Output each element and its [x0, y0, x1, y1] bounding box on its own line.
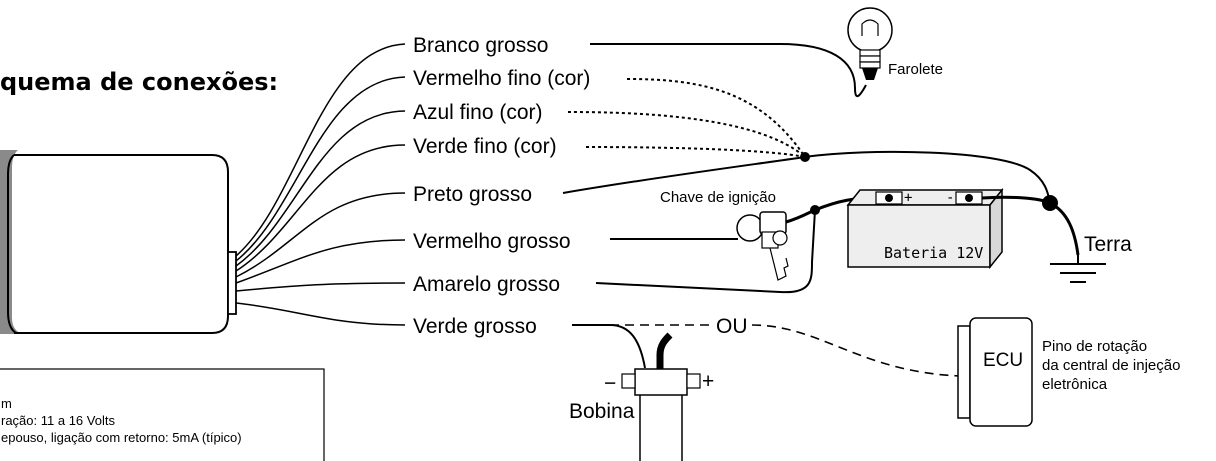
- ecu-pin-line-2: da central de injeção: [1042, 357, 1180, 374]
- coil-plus: +: [702, 370, 714, 393]
- wire-label-amarelo-grosso: Amarelo grosso: [413, 273, 560, 296]
- diagram-title: quema de conexões:: [0, 68, 278, 96]
- wire-amarelo-grosso: [595, 209, 816, 294]
- spec-line-3: epouso, ligação com retorno: 5mA (típico…: [1, 430, 242, 445]
- wire-label-vermelho-grosso: Vermelho grosso: [413, 230, 571, 253]
- lamp-icon: [847, 7, 893, 80]
- wire-label-verde-grosso: Verde grosso: [413, 315, 537, 338]
- wire-label-preto-grosso: Preto grosso: [413, 183, 532, 206]
- wire-label-branco-grosso: Branco grosso: [413, 34, 548, 57]
- wire-label-vermelho-fino: Vermelho fino (cor): [413, 67, 590, 90]
- lamp-label: Farolete: [888, 61, 943, 78]
- ignition-label: Chave de ignição: [660, 189, 776, 206]
- wire-verde-grosso: [572, 324, 646, 369]
- ecu-pin-line-1: Pino de rotação: [1042, 338, 1147, 355]
- gauge-body: [0, 150, 237, 334]
- wire-azul-fino: [567, 111, 806, 158]
- ecu-label: ECU: [983, 350, 1023, 371]
- wire-to-ecu: [751, 324, 961, 377]
- coil-minus: −: [604, 372, 616, 395]
- wire-branco-grosso: [590, 43, 867, 98]
- spec-line-1: m: [1, 396, 12, 411]
- wire-harness: [235, 43, 406, 326]
- specs-box: [0, 368, 325, 461]
- battery-minus: -: [946, 190, 954, 206]
- junction-dot: [800, 152, 810, 162]
- battery-label: Bateria 12V: [884, 244, 983, 262]
- wire-junction-to-ground: [804, 150, 1051, 204]
- or-label: OU: [716, 315, 748, 338]
- wire-vermelho-fino: [626, 78, 806, 158]
- wire-verde-fino: [585, 146, 806, 158]
- ground-junction-dot: [1042, 195, 1058, 211]
- coil-label: Bobina: [569, 400, 635, 423]
- spec-line-2: ração: 11 a 16 Volts: [1, 413, 115, 428]
- coil-icon: [621, 332, 701, 461]
- battery-icon: [846, 187, 1004, 270]
- battery-plus: +: [904, 190, 912, 206]
- ignition-key-icon: [736, 211, 789, 281]
- wire-preto-grosso: [562, 156, 806, 194]
- ground-label: Terra: [1084, 233, 1132, 256]
- ground-icon: [1050, 255, 1106, 283]
- wire-label-azul-fino: Azul fino (cor): [413, 101, 543, 124]
- wire-label-verde-fino: Verde fino (cor): [413, 135, 557, 158]
- ecu-pin-line-3: eletrônica: [1042, 376, 1108, 393]
- ecu-icon: [957, 317, 1033, 427]
